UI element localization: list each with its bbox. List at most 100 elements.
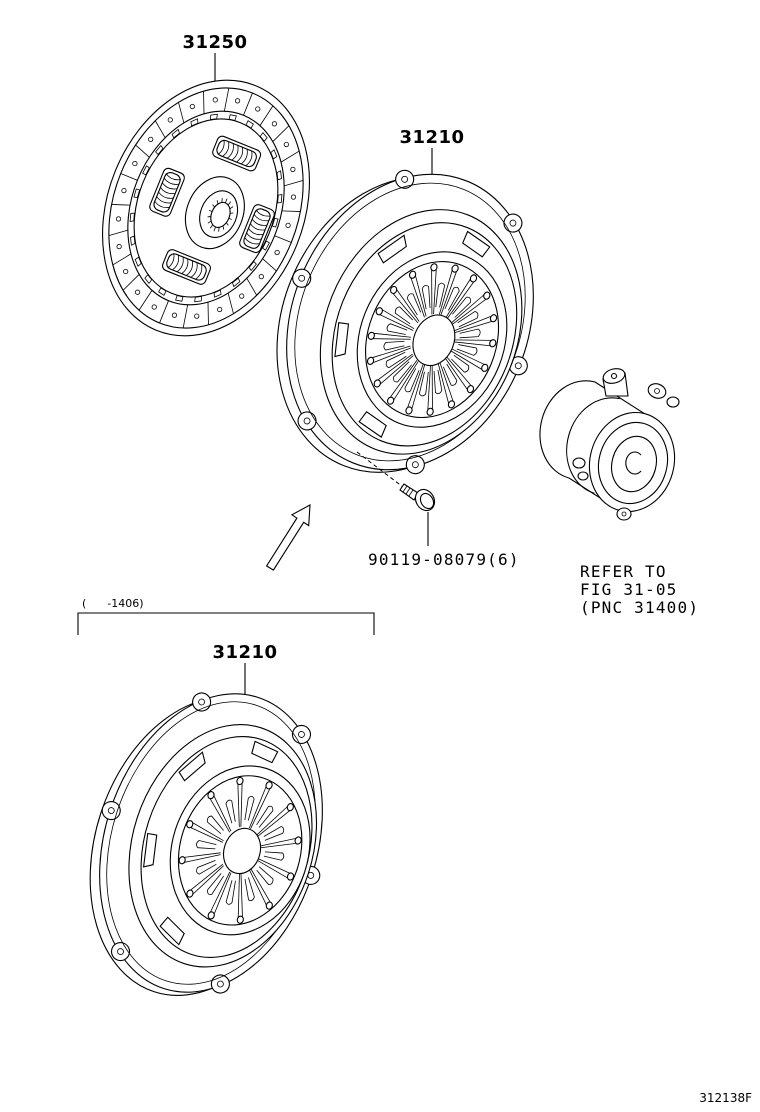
disc-facing-groove	[111, 204, 131, 206]
hub-spline	[227, 201, 232, 206]
hub-spline	[213, 226, 216, 232]
disc-plate-slot	[213, 289, 222, 298]
disc-facing-groove	[223, 87, 230, 112]
spring-coil	[245, 150, 253, 167]
finger-ridge	[452, 296, 471, 318]
disc-plate-slot	[259, 131, 268, 142]
bearing-bolt-upper	[666, 396, 680, 408]
disc-facing-groove	[122, 273, 140, 291]
spring-coil	[156, 196, 172, 204]
finger-slot-edge	[257, 810, 290, 837]
spring-coil	[190, 262, 198, 278]
disc-facing-rivet	[258, 274, 264, 280]
disc-facing-groove	[246, 277, 258, 296]
finger-slot-end	[426, 407, 434, 416]
spring-coil	[250, 223, 266, 231]
finger-slot-edge	[250, 788, 271, 829]
disc-facing-rivet	[283, 141, 289, 148]
spring-coil	[217, 139, 225, 155]
finger-slot-edge	[373, 332, 411, 338]
callout-clutch-cover-lower-part-number[interactable]: 31210	[212, 642, 277, 663]
finger-slot-edge	[433, 269, 437, 315]
spring-coil	[236, 147, 244, 163]
hub-spline	[218, 227, 220, 232]
finger-slot-end	[265, 901, 273, 910]
finger-slot-end	[489, 339, 497, 348]
finger-slot-edge	[372, 345, 411, 358]
damper-spring	[166, 253, 207, 281]
flange-bolt-hole	[411, 461, 419, 469]
flange-lug	[192, 692, 212, 712]
spring-coil	[226, 143, 234, 159]
finger-ridge	[457, 311, 479, 328]
disc-plate-slot	[144, 274, 153, 285]
disc-facing-rivet	[290, 166, 296, 173]
flange-bolt-hole	[401, 175, 409, 183]
disc-plate-slot	[130, 235, 136, 246]
finger-slot-edge	[210, 871, 231, 913]
finger-slot-end	[186, 820, 194, 829]
finger-ridge	[225, 799, 236, 824]
finger-slot-edge	[373, 347, 411, 364]
disc-facing-groove	[203, 91, 205, 115]
finger-slot-edge	[213, 795, 232, 832]
disc-plate-slot	[277, 193, 283, 204]
finger-slot-edge	[184, 852, 221, 858]
callout-clutch-cover-upper-part-number[interactable]: 31210	[399, 127, 464, 148]
spring-coil	[186, 260, 193, 276]
disc-plate-slot	[210, 113, 218, 120]
disc-facing-rivet	[274, 249, 280, 256]
bearing-bolt-left	[572, 457, 586, 469]
bolt-install-path-line	[356, 451, 404, 488]
production-range-label: ( -1406)	[82, 597, 144, 610]
flange-bolt-hole	[107, 807, 115, 814]
hub-spline	[209, 224, 214, 229]
disc-facing-rivet	[290, 194, 297, 200]
reference-note-line-3: (PNC 31400)	[580, 598, 699, 617]
finger-ridge	[256, 805, 274, 828]
bearing-mount-tab-upper	[647, 383, 667, 399]
spring-coil	[172, 255, 180, 271]
disc-facing-segments	[108, 87, 304, 329]
callout-clutch-disc-part-number[interactable]: 31250	[182, 32, 247, 53]
disc-plate-slot	[158, 287, 167, 296]
callout-bolt-part-number[interactable]: 90119-08079(6)	[368, 550, 520, 569]
spring-coil	[195, 264, 203, 280]
finger-slot-edge	[440, 271, 457, 316]
finger-ridge	[207, 873, 224, 895]
spring-coil	[240, 149, 248, 165]
finger-slot-edge	[209, 798, 231, 833]
disc-facing-groove	[259, 105, 274, 127]
finger-slot-edge	[382, 309, 415, 330]
finger-slot-edge	[380, 355, 414, 385]
finger-slot-edge	[390, 360, 418, 398]
finger-slot-end	[489, 314, 498, 323]
finger-slot-edge	[427, 364, 431, 410]
disc-facing-groove	[108, 229, 129, 236]
finger-ridge	[418, 371, 429, 397]
finger-slot-edge	[453, 321, 492, 334]
flange-bolt-hole	[198, 698, 206, 706]
finger-slot-end	[430, 263, 438, 272]
finger-slot-end	[469, 274, 478, 283]
disc-facing-rivet	[194, 313, 200, 319]
flange-bolt-hole	[298, 731, 305, 738]
finger-slot-end	[236, 915, 244, 924]
disc-facing-rivet	[171, 312, 178, 318]
finger-ridge	[263, 851, 285, 861]
spring-coil	[154, 201, 170, 208]
spring-coil	[161, 182, 178, 190]
hub-spline	[208, 209, 213, 212]
bearing-mount-hole-upper	[654, 388, 660, 394]
bearing-hose-port	[610, 372, 618, 380]
finger-slot-end	[408, 270, 417, 279]
finger-slot-end	[286, 872, 295, 881]
finger-slot-edge	[450, 348, 485, 365]
disc-plate-slot	[270, 149, 278, 160]
disc-plate-slot	[245, 120, 254, 129]
spring-coil	[165, 173, 181, 181]
finger-ridge	[244, 795, 255, 821]
finger-ridge	[256, 866, 274, 886]
disc-facing-groove	[283, 180, 304, 187]
disc-facing-rivet	[115, 216, 122, 222]
